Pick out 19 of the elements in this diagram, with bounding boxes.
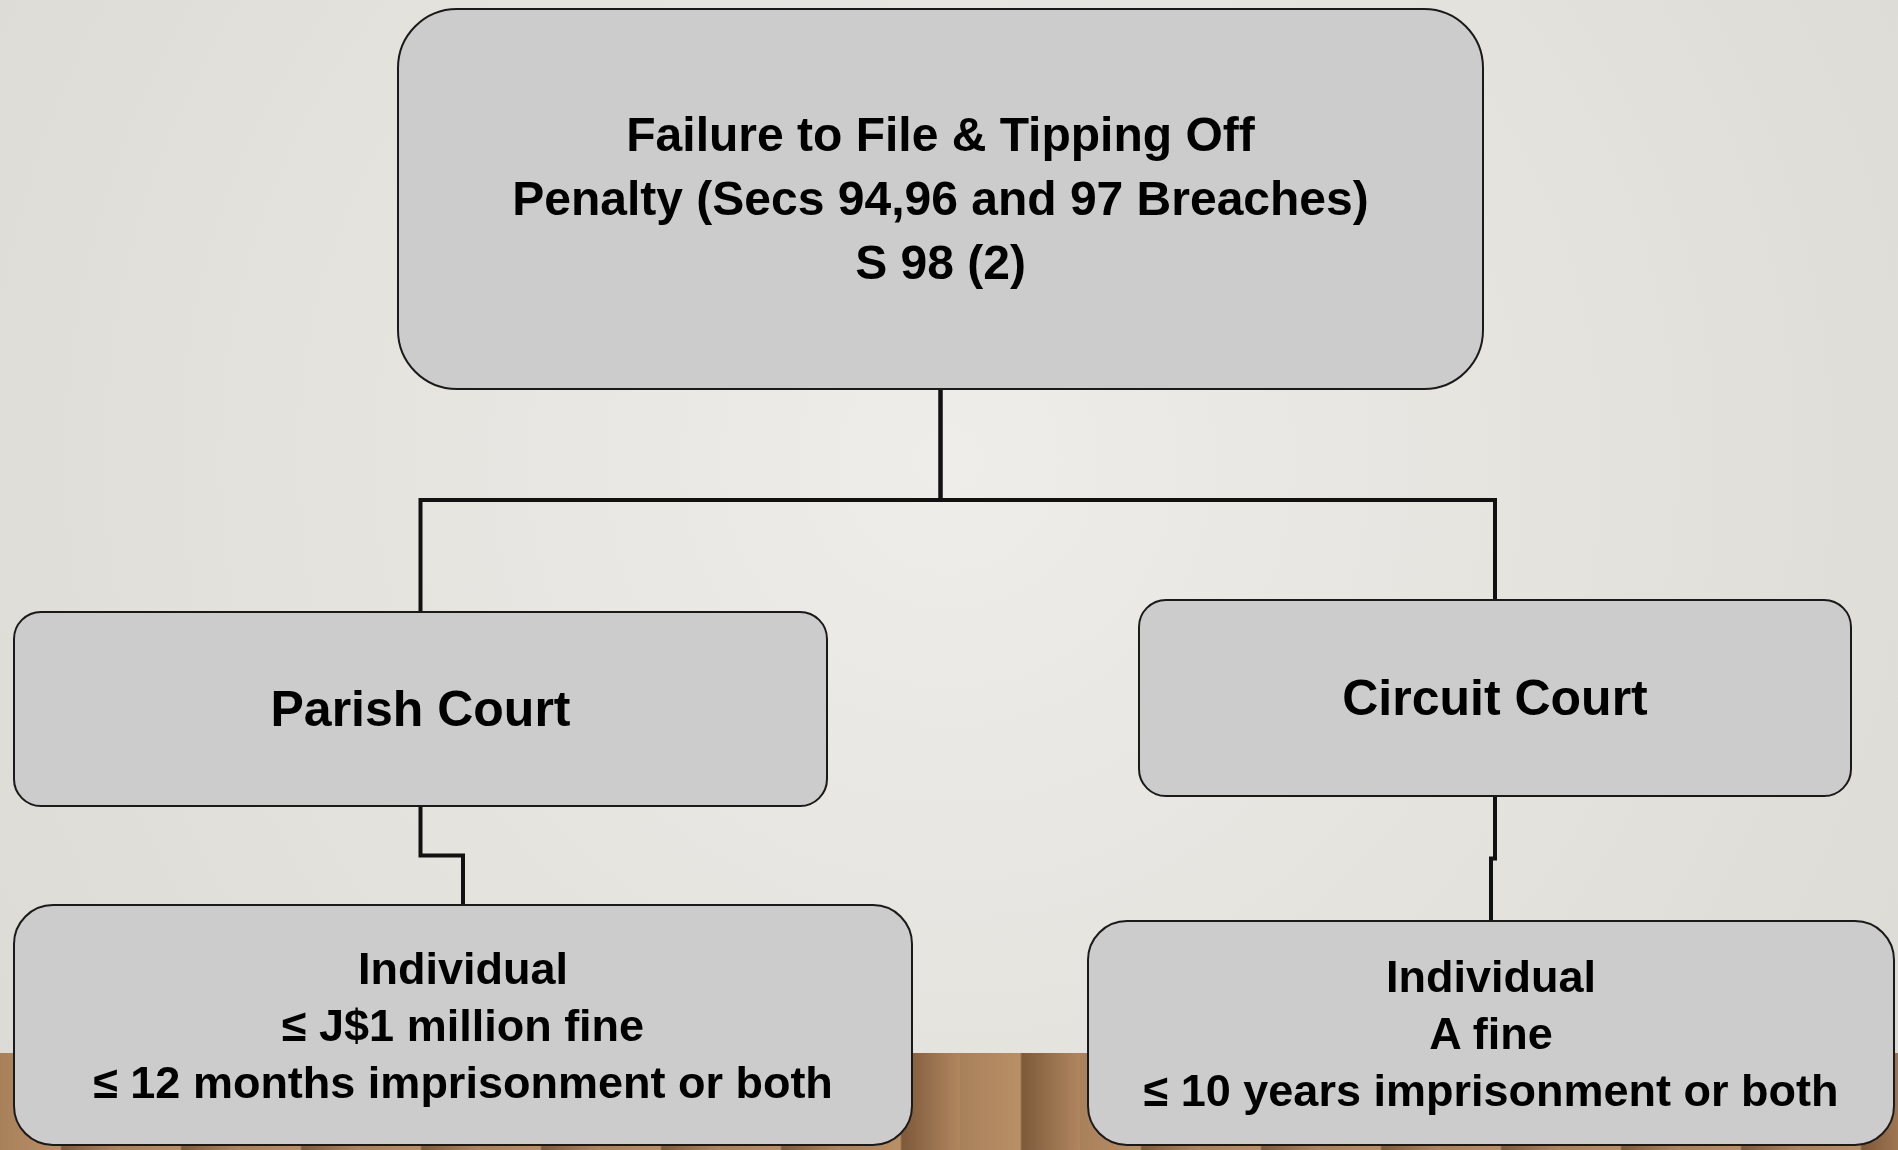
connector-line [938,390,1497,599]
box-text: Individual [1386,949,1596,1004]
box-text: Individual [358,941,568,996]
box-text: Penalty (Secs 94,96 and 97 Breaches) [512,171,1369,227]
box-text: Parish Court [270,679,571,739]
box-text: ≤ 12 months imprisonment or both [93,1055,833,1110]
connector-line [1489,797,1497,920]
box-text: A fine [1429,1006,1553,1061]
rounded-box [397,8,1484,390]
rounded-box [1087,920,1895,1146]
rounded-box [13,904,913,1146]
connector-line [418,807,465,904]
box-text: Failure to File & Tipping Off [626,107,1255,163]
rounded-box [13,611,828,807]
rounded-box [1138,599,1852,797]
box-text: Circuit Court [1342,668,1648,728]
box-text: ≤ J$1 million fine [281,998,645,1053]
box-text: ≤ 10 years imprisonment or both [1143,1063,1839,1118]
box-text: S 98 (2) [855,235,1026,291]
